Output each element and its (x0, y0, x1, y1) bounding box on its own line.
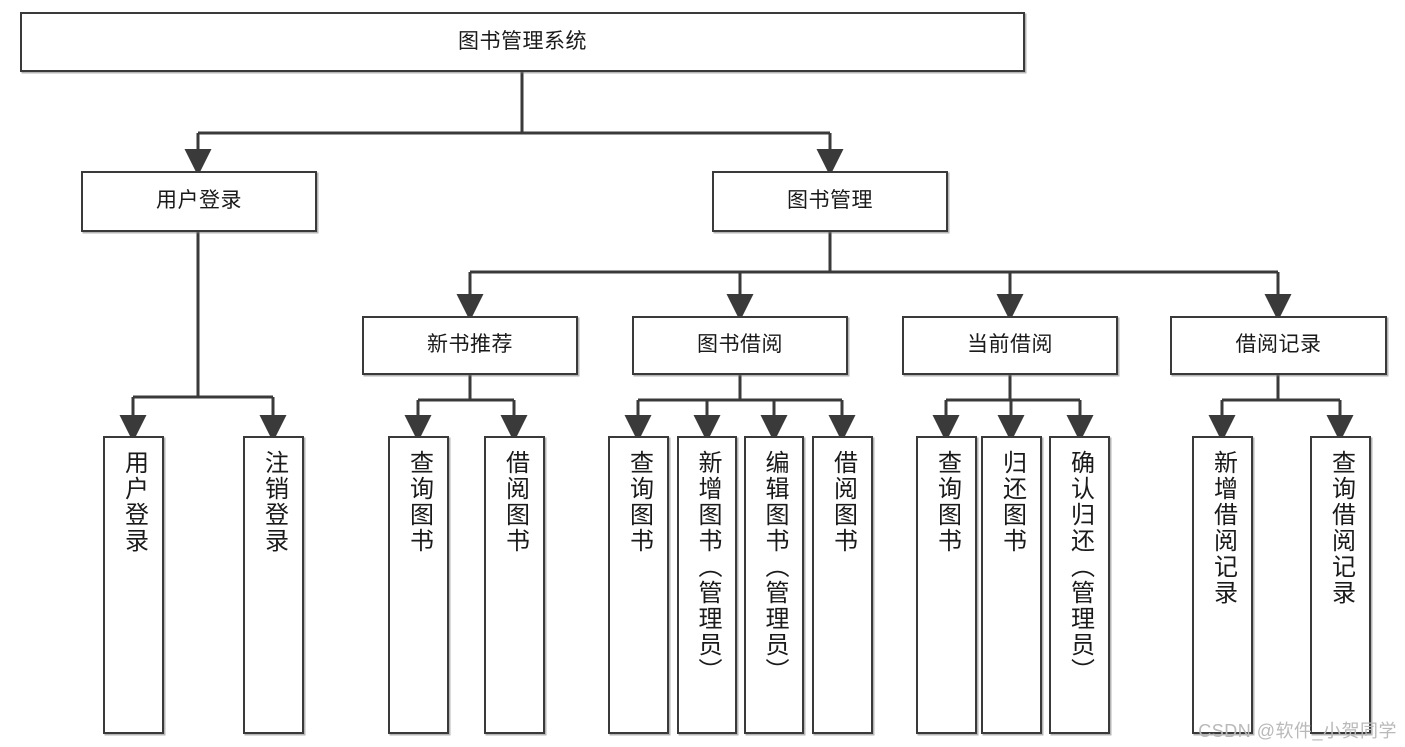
node-leaf-return-book[interactable]: 归还图书 (981, 436, 1042, 734)
csdn-watermark: CSDN @软件_小贺同学 (1198, 721, 1397, 741)
node-user-login-label: 用户登录 (156, 189, 242, 213)
node-new-book-rec-label: 新书推荐 (427, 333, 513, 357)
node-borrow-record-label: 借阅记录 (1235, 333, 1322, 357)
node-leaf-add-book-label: 新增图书（管理员） (693, 450, 721, 684)
node-leaf-user-logout[interactable]: 注销登录 (243, 436, 304, 734)
node-current-borrow[interactable]: 当前借阅 (902, 316, 1118, 375)
node-leaf-borrow-book-2-label: 借阅图书 (829, 450, 857, 554)
node-leaf-add-record-label: 新增借阅记录 (1209, 450, 1237, 606)
node-leaf-confirm-return-label: 确认归还（管理员） (1066, 450, 1094, 684)
node-current-borrow-label: 当前借阅 (967, 333, 1053, 357)
node-leaf-borrow-book-1-label: 借阅图书 (501, 450, 529, 554)
node-leaf-user-login[interactable]: 用户登录 (103, 436, 164, 734)
node-borrow-record[interactable]: 借阅记录 (1170, 316, 1387, 375)
node-leaf-edit-book-label: 编辑图书（管理员） (760, 450, 788, 684)
node-leaf-edit-book[interactable]: 编辑图书（管理员） (744, 436, 804, 734)
node-root-label: 图书管理系统 (458, 29, 587, 53)
node-book-manage-label: 图书管理 (787, 189, 873, 213)
node-book-borrow[interactable]: 图书借阅 (632, 316, 848, 375)
node-leaf-confirm-return[interactable]: 确认归还（管理员） (1049, 436, 1110, 734)
node-new-book-rec[interactable]: 新书推荐 (362, 316, 578, 375)
node-leaf-query-book-1-label: 查询图书 (405, 450, 433, 554)
node-leaf-query-record[interactable]: 查询借阅记录 (1310, 436, 1371, 734)
node-leaf-add-record[interactable]: 新增借阅记录 (1192, 436, 1253, 734)
node-leaf-return-book-label: 归还图书 (998, 450, 1026, 554)
node-leaf-query-book-2[interactable]: 查询图书 (608, 436, 669, 734)
node-leaf-user-login-label: 用户登录 (120, 450, 148, 554)
node-root[interactable]: 图书管理系统 (20, 12, 1025, 72)
node-leaf-borrow-book-1[interactable]: 借阅图书 (484, 436, 545, 734)
node-leaf-query-record-label: 查询借阅记录 (1327, 450, 1355, 606)
node-leaf-add-book[interactable]: 新增图书（管理员） (677, 436, 737, 734)
node-leaf-user-logout-label: 注销登录 (260, 450, 288, 554)
node-leaf-borrow-book-2[interactable]: 借阅图书 (812, 436, 873, 734)
node-leaf-query-book-1[interactable]: 查询图书 (388, 436, 449, 734)
node-leaf-query-book-2-label: 查询图书 (625, 450, 653, 554)
node-user-login[interactable]: 用户登录 (81, 171, 317, 232)
node-leaf-query-book-3[interactable]: 查询图书 (916, 436, 977, 734)
node-leaf-query-book-3-label: 查询图书 (933, 450, 961, 554)
node-book-manage[interactable]: 图书管理 (712, 171, 948, 232)
node-book-borrow-label: 图书借阅 (697, 333, 783, 357)
